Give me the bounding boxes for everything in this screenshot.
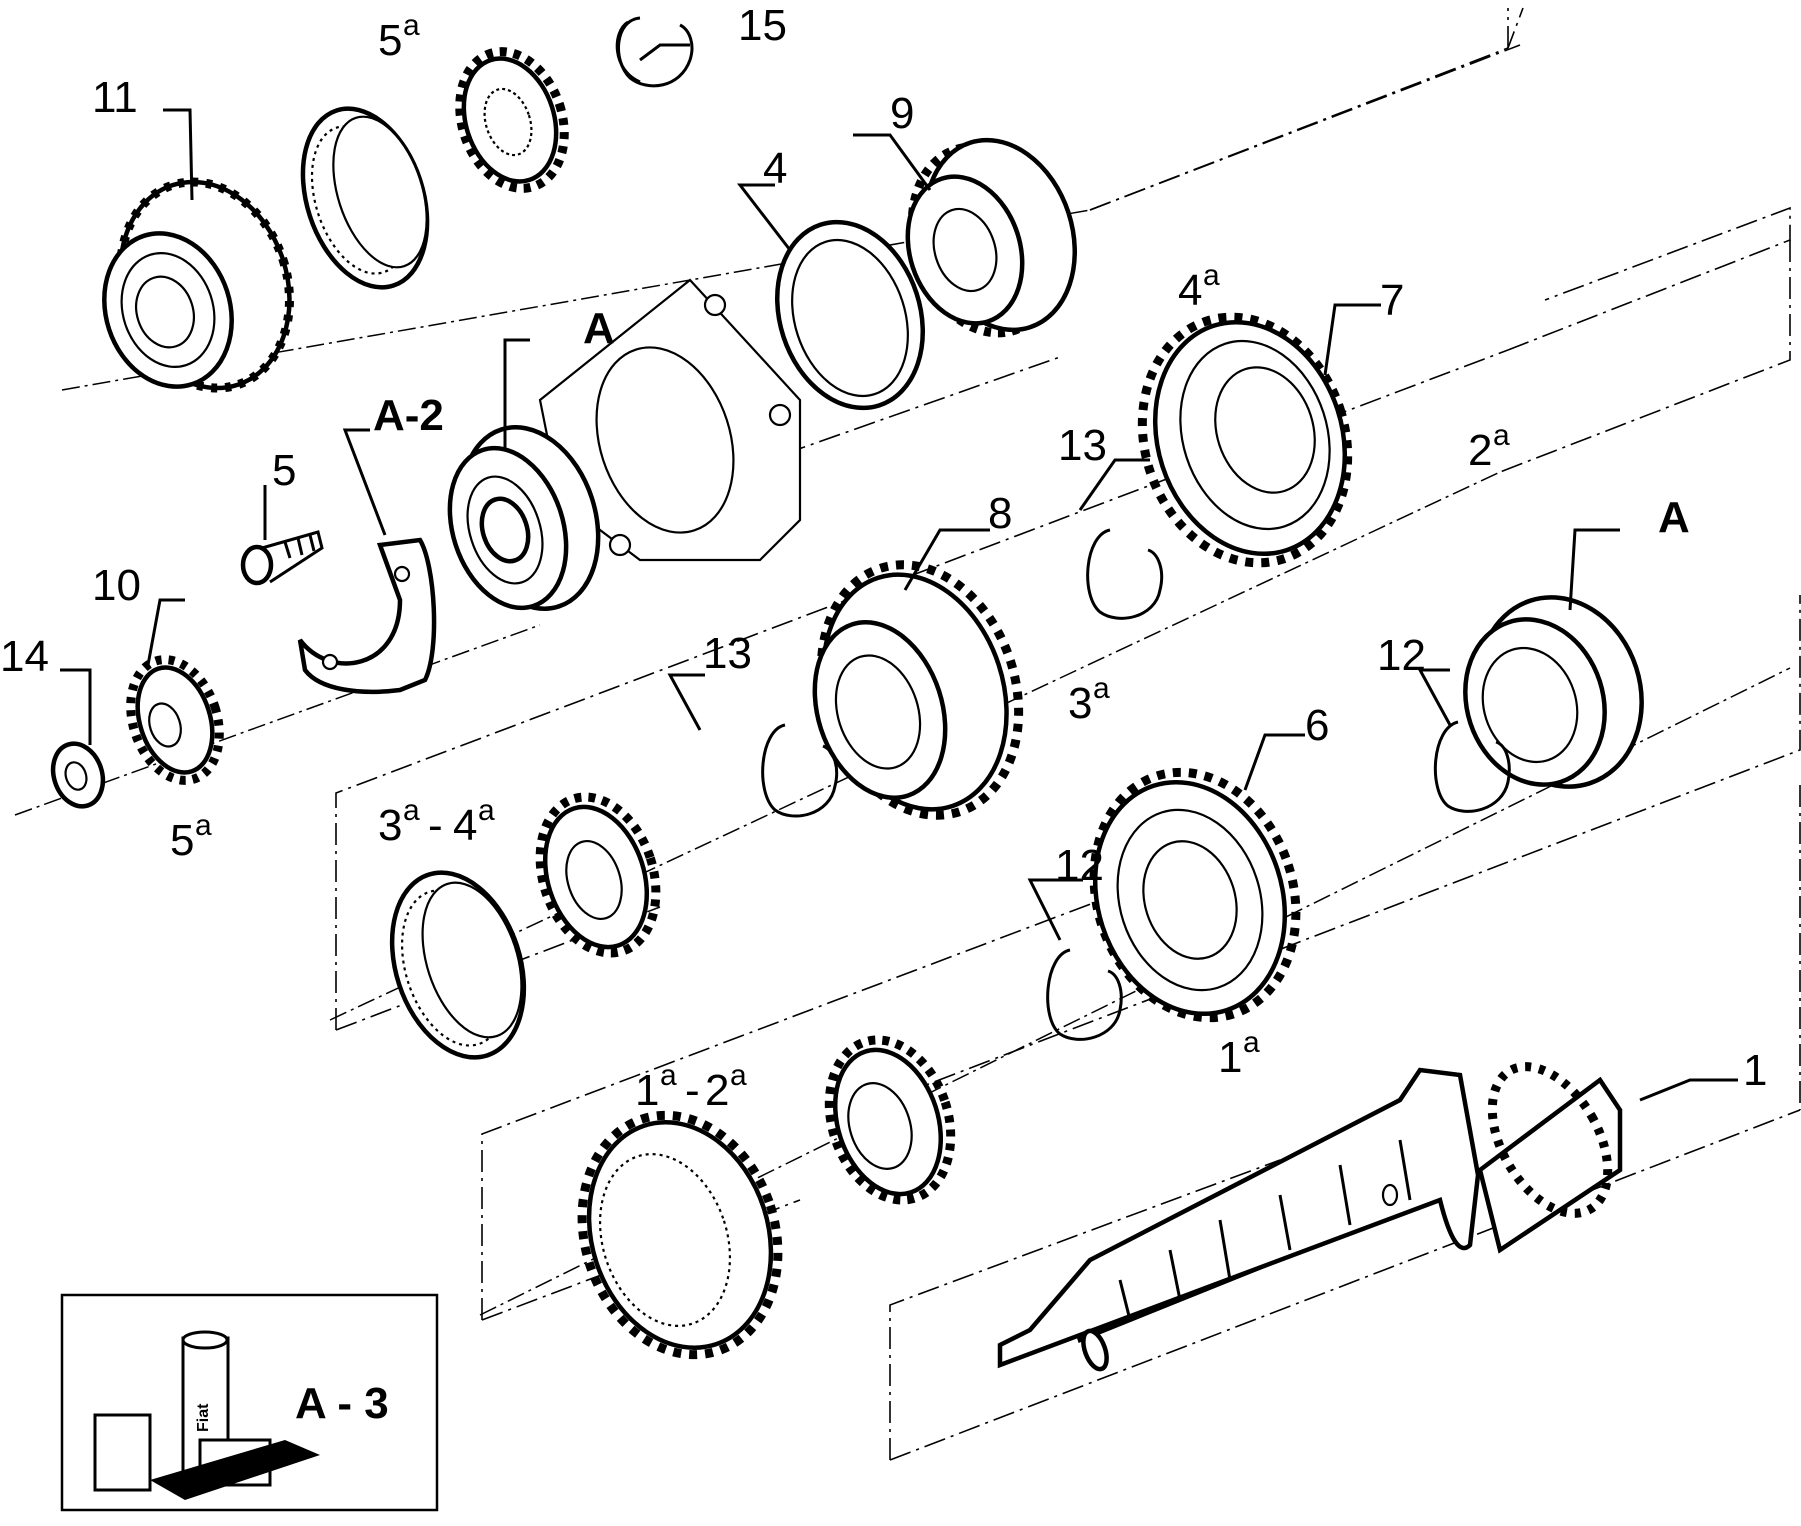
label-15: 15 — [738, 1, 787, 50]
label-11: 11 — [92, 73, 138, 122]
part-a-bearing-upper — [447, 425, 601, 611]
svg-text:a: a — [403, 794, 420, 827]
svg-text:1: 1 — [635, 1066, 659, 1115]
part-11-helical-gear — [102, 177, 294, 393]
gear-label-5th-bottom: 5 a — [170, 809, 212, 865]
label-a-upper: A — [583, 304, 615, 353]
label-14: 14 — [0, 632, 49, 681]
gear-label-3rd: 3 a — [1068, 672, 1110, 728]
part-a-bearing-lower — [1463, 595, 1644, 789]
svg-text:a: a — [1203, 259, 1220, 292]
group-box-shaft — [889, 785, 1801, 1461]
part-1st-2nd-synchro-sleeve — [577, 1110, 783, 1360]
label-13-lower: 13 — [703, 629, 752, 678]
label-a3: A - 3 — [295, 1379, 389, 1428]
label-a2: A-2 — [373, 391, 444, 440]
leader-lines — [60, 43, 1738, 1102]
part-1-main-shaft — [997, 1062, 1623, 1372]
part-9-gear — [905, 137, 1077, 338]
svg-text:5: 5 — [378, 16, 402, 65]
label-7: 7 — [1380, 276, 1404, 325]
svg-text:4: 4 — [453, 801, 477, 850]
label-6: 6 — [1305, 701, 1329, 750]
part-10-gear — [126, 655, 224, 785]
label-8: 8 — [988, 489, 1012, 538]
part-3rd-4th-synchro-sleeve — [389, 870, 527, 1060]
group-box-5th-4th — [1089, 7, 1524, 211]
svg-text:a: a — [1093, 672, 1110, 705]
label-12-upper: 12 — [1377, 631, 1426, 680]
svg-text:2: 2 — [1468, 426, 1492, 475]
part-14-nut — [50, 741, 106, 809]
svg-text:a: a — [1493, 419, 1510, 452]
svg-text:-: - — [685, 1066, 700, 1115]
gear-label-1st: 1 a — [1218, 1026, 1260, 1082]
svg-text:2: 2 — [705, 1066, 729, 1115]
svg-text:5: 5 — [170, 816, 194, 865]
svg-text:a: a — [1243, 1026, 1260, 1059]
part-15-circlip — [615, 16, 694, 88]
label-1: 1 — [1743, 1046, 1767, 1095]
label-12-lower: 12 — [1055, 841, 1104, 890]
part-1st-2nd-synchro-hub — [824, 1035, 956, 1205]
svg-text:3: 3 — [378, 801, 402, 850]
label-13-upper: 13 — [1058, 421, 1107, 470]
part-5-bolt — [240, 530, 324, 586]
part-3rd-4th-synchro-hub — [535, 792, 661, 958]
part-13-circlip-lower — [761, 723, 839, 818]
gear-label-2nd: 2 a — [1468, 419, 1510, 475]
part-5th-synchro-hub — [455, 47, 569, 193]
label-9: 9 — [890, 89, 914, 138]
gear-label-3rd-4th: 3 a - 4 a — [378, 794, 495, 850]
part-6-gear — [1089, 767, 1301, 1023]
part-5th-synchro-sleeve — [300, 106, 430, 290]
part-12-circlip-lower — [1046, 948, 1123, 1041]
svg-text:a: a — [403, 9, 420, 42]
legend-product-text: Fiat — [195, 1403, 212, 1432]
svg-text:a: a — [660, 1059, 677, 1092]
svg-text:4: 4 — [1178, 266, 1202, 315]
gear-label-5th-top: 5 a — [378, 9, 420, 65]
svg-text:-: - — [428, 801, 443, 850]
legend-box-a3: Fiat — [60, 1293, 439, 1512]
label-5: 5 — [272, 446, 296, 495]
part-13-circlip-upper — [1086, 528, 1164, 620]
part-7-gear — [1137, 312, 1353, 568]
part-12-circlip-upper — [1433, 720, 1511, 813]
part-4-thrust-washer — [774, 219, 926, 411]
svg-text:a: a — [478, 794, 495, 827]
gear-label-1st-2nd: 1 a - 2 a — [635, 1059, 747, 1115]
gear-label-4th: 4 a — [1178, 259, 1220, 315]
svg-text:a: a — [195, 809, 212, 842]
label-a-lower: A — [1658, 493, 1690, 542]
part-gasket-plate — [538, 278, 802, 562]
part-a2-retaining-plate — [297, 537, 437, 695]
label-10: 10 — [92, 561, 141, 610]
svg-text:a: a — [730, 1059, 747, 1092]
label-4: 4 — [763, 144, 787, 193]
svg-text:3: 3 — [1068, 679, 1092, 728]
part-8-gear — [812, 560, 1024, 820]
svg-text:1: 1 — [1218, 1033, 1242, 1082]
